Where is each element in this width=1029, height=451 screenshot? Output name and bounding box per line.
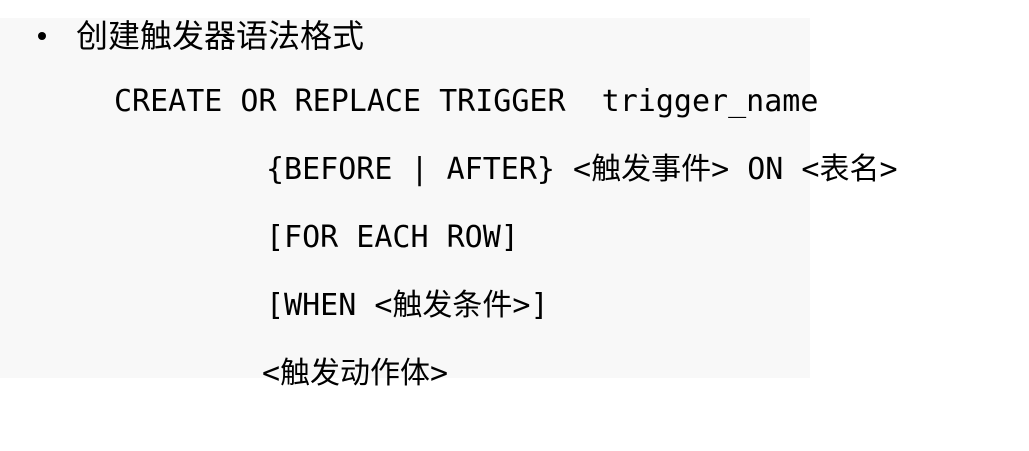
section-heading: 创建触发器语法格式	[76, 17, 365, 55]
syntax-line-create: CREATE OR REPLACE TRIGGER trigger_name	[114, 84, 819, 119]
syntax-line-for-each-row: [FOR EACH ROW]	[266, 220, 519, 255]
syntax-line-timing: {BEFORE | AFTER} <触发事件> ON <表名>	[266, 152, 898, 187]
bullet-marker	[38, 32, 46, 40]
content-panel	[0, 18, 810, 378]
syntax-line-when: [WHEN <触发条件>]	[266, 288, 549, 323]
syntax-line-action-body: <触发动作体>	[262, 356, 449, 391]
